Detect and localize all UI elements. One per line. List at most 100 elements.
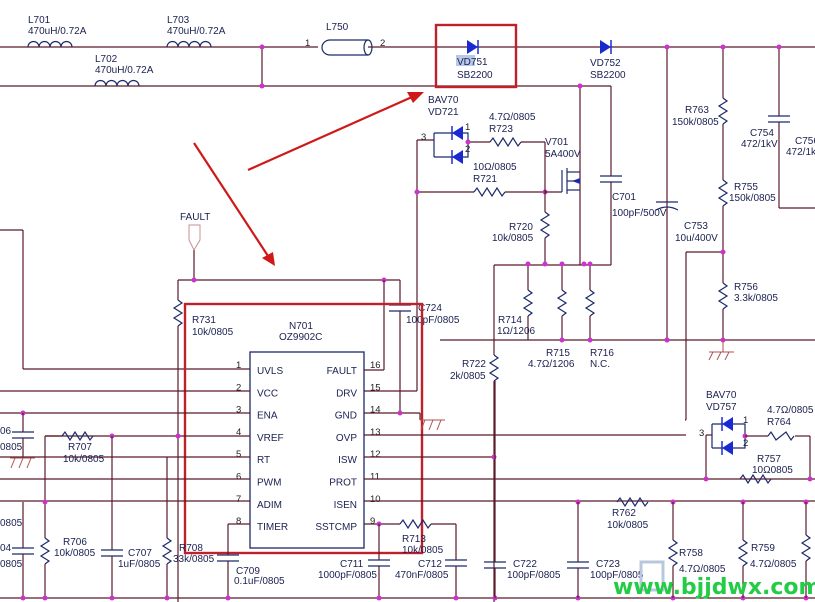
R762-ref: R762: [612, 508, 636, 519]
junction: [577, 83, 583, 89]
junction: [559, 261, 565, 267]
arrow-to-N701: [193, 142, 269, 257]
R757-ref: R757: [757, 454, 781, 465]
junction: [587, 261, 593, 267]
ic-pin-number: 16: [370, 360, 381, 371]
sense-resistors: R714 1Ω/1206 R715 4.7Ω/1206 R716 N.C. R7…: [450, 261, 614, 602]
ic-pin-prot: PROT: [329, 478, 357, 489]
C754-value: 472/1kV: [741, 139, 778, 150]
arrow-to-VD751: [247, 95, 413, 172]
L701-value: 470uH/0.72A: [28, 26, 87, 37]
diode-VD752: VD752 SB2200: [590, 40, 626, 81]
L703-ref: L703: [167, 15, 190, 26]
bottom-rail: [0, 595, 815, 601]
ic-pin-number: 7: [236, 494, 241, 505]
C709-value: 0.1uF/0805: [234, 576, 285, 587]
R715-ref: R715: [546, 348, 570, 359]
VD757-pin1: 1: [743, 415, 748, 426]
L703-value: 470uH/0.72A: [167, 26, 226, 37]
ovp-network: BAV70 VD757 3 1 2 4.7Ω/0805 R764 R757 10…: [699, 390, 814, 485]
ground-symbol: [10, 457, 35, 469]
R707-ref: R707: [68, 442, 92, 453]
VD757-pin3: 3: [699, 428, 704, 439]
junction: [664, 44, 670, 50]
ic-pin-vcc: VCC: [257, 388, 278, 399]
ic-body: [249, 351, 365, 549]
R723-value: 4.7Ω/0805: [489, 112, 536, 123]
C704-value: 0805: [0, 559, 23, 570]
ic-pin-number: 12: [370, 449, 381, 460]
R714-ref: R714: [498, 315, 522, 326]
ic-pin-number: 9: [370, 516, 375, 527]
ic-pin-number: 1: [236, 360, 241, 371]
gate-drive: BAV70 VD721 3 1 2 4.7Ω/0805 R723 10Ω/080…: [414, 83, 667, 265]
arrowhead-icon: [407, 92, 424, 103]
ic-pin-isw: ISW: [338, 455, 357, 466]
R706-ref: R706: [63, 537, 87, 548]
C753-value: 10u/400V: [675, 233, 718, 244]
C723-value: 100pF/0805: [590, 570, 644, 581]
junction: [491, 454, 497, 460]
ic-pin-number: 2: [236, 382, 241, 393]
ic-right-nets: R713 10k/0805 C711 1000pF/0805 C712 470n…: [318, 410, 815, 597]
C753-ref: C753: [684, 221, 708, 232]
C701-value: 100pF/500V: [612, 208, 667, 219]
C706-ref: 06: [0, 426, 12, 437]
R763-ref: R763: [685, 105, 709, 116]
ic-left-nets: 06 0805 R707 10k/0805 C707 1uF/0805 R706…: [0, 390, 285, 597]
R716-ref: R716: [590, 348, 614, 359]
R731-value: 10k/0805: [192, 327, 234, 338]
ic-pin-ovp: OVP: [336, 433, 357, 444]
VD757-ref: VD757: [706, 402, 737, 413]
junction: [542, 261, 548, 267]
R713-ref: R713: [402, 534, 426, 545]
R706-value: 10k/0805: [54, 548, 96, 559]
C711-ref: C711: [340, 559, 364, 570]
R755-value: 150k/0805: [729, 193, 776, 204]
VD721-pin1: 1: [465, 122, 470, 133]
VD721-ref: VD721: [428, 107, 459, 118]
ic-ref: N701: [289, 321, 313, 332]
ic-pin-number: 3: [236, 405, 241, 416]
ic-pin-rt: RT: [257, 455, 270, 466]
ic-pin-timer: TIMER: [257, 522, 288, 533]
C756-ref: C756: [795, 136, 815, 147]
junction: [776, 44, 782, 50]
R762-value: 10k/0805: [607, 520, 649, 531]
VD752-ref: VD752: [590, 58, 621, 69]
L750-pin1: 1: [305, 38, 310, 49]
VD751-value: SB2200: [457, 70, 493, 81]
ic-pin-number: 13: [370, 427, 381, 438]
C712-value: 470nF/0805: [395, 570, 449, 581]
ic-pin-number: 8: [236, 516, 241, 527]
diode-VD751: VD751 SB2200: [456, 40, 493, 81]
C711-value: 1000pF/0805: [318, 570, 377, 581]
C712-ref: C712: [418, 559, 442, 570]
VD751-ref: VD751: [457, 57, 488, 68]
C706-value: 0805: [0, 442, 23, 453]
arrowhead-icon: [262, 252, 275, 266]
R721-value: 10Ω/0805: [473, 162, 517, 173]
junction: [414, 189, 420, 195]
junction: [259, 83, 265, 89]
junction: [191, 277, 197, 283]
junction: [559, 337, 565, 343]
L702-ref: L702: [95, 54, 118, 65]
junction: [664, 337, 670, 343]
R731-ref: R731: [192, 315, 216, 326]
R716-value: N.C.: [590, 359, 610, 370]
ic-pin-number: 6: [236, 472, 241, 483]
annotation-arrows: [193, 92, 424, 266]
junction: [225, 595, 231, 601]
ic-pin-drv: DRV: [336, 388, 357, 399]
ic-pin-number: 15: [370, 382, 381, 393]
junction: [453, 595, 459, 601]
R720-value: 10k/0805: [492, 233, 534, 244]
junction: [376, 595, 382, 601]
R713-value: 10k/0805: [402, 545, 444, 556]
junction: [42, 595, 48, 601]
C756-value: 472/1kV: [786, 147, 815, 158]
C707-value: 1uF/0805: [118, 559, 161, 570]
L750-pin2: 2: [380, 38, 385, 49]
